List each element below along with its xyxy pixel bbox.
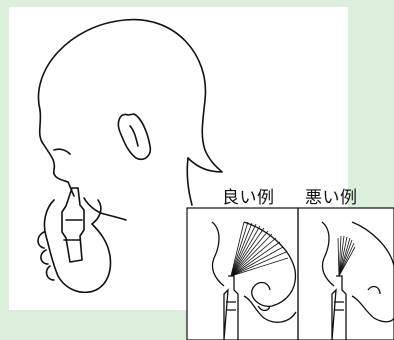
bad-spray-plume <box>338 236 355 276</box>
good-spray-plume <box>231 222 288 276</box>
good-example-diagram <box>212 222 296 340</box>
bad-example-diagram <box>322 222 394 340</box>
good-nozzle <box>224 276 238 340</box>
